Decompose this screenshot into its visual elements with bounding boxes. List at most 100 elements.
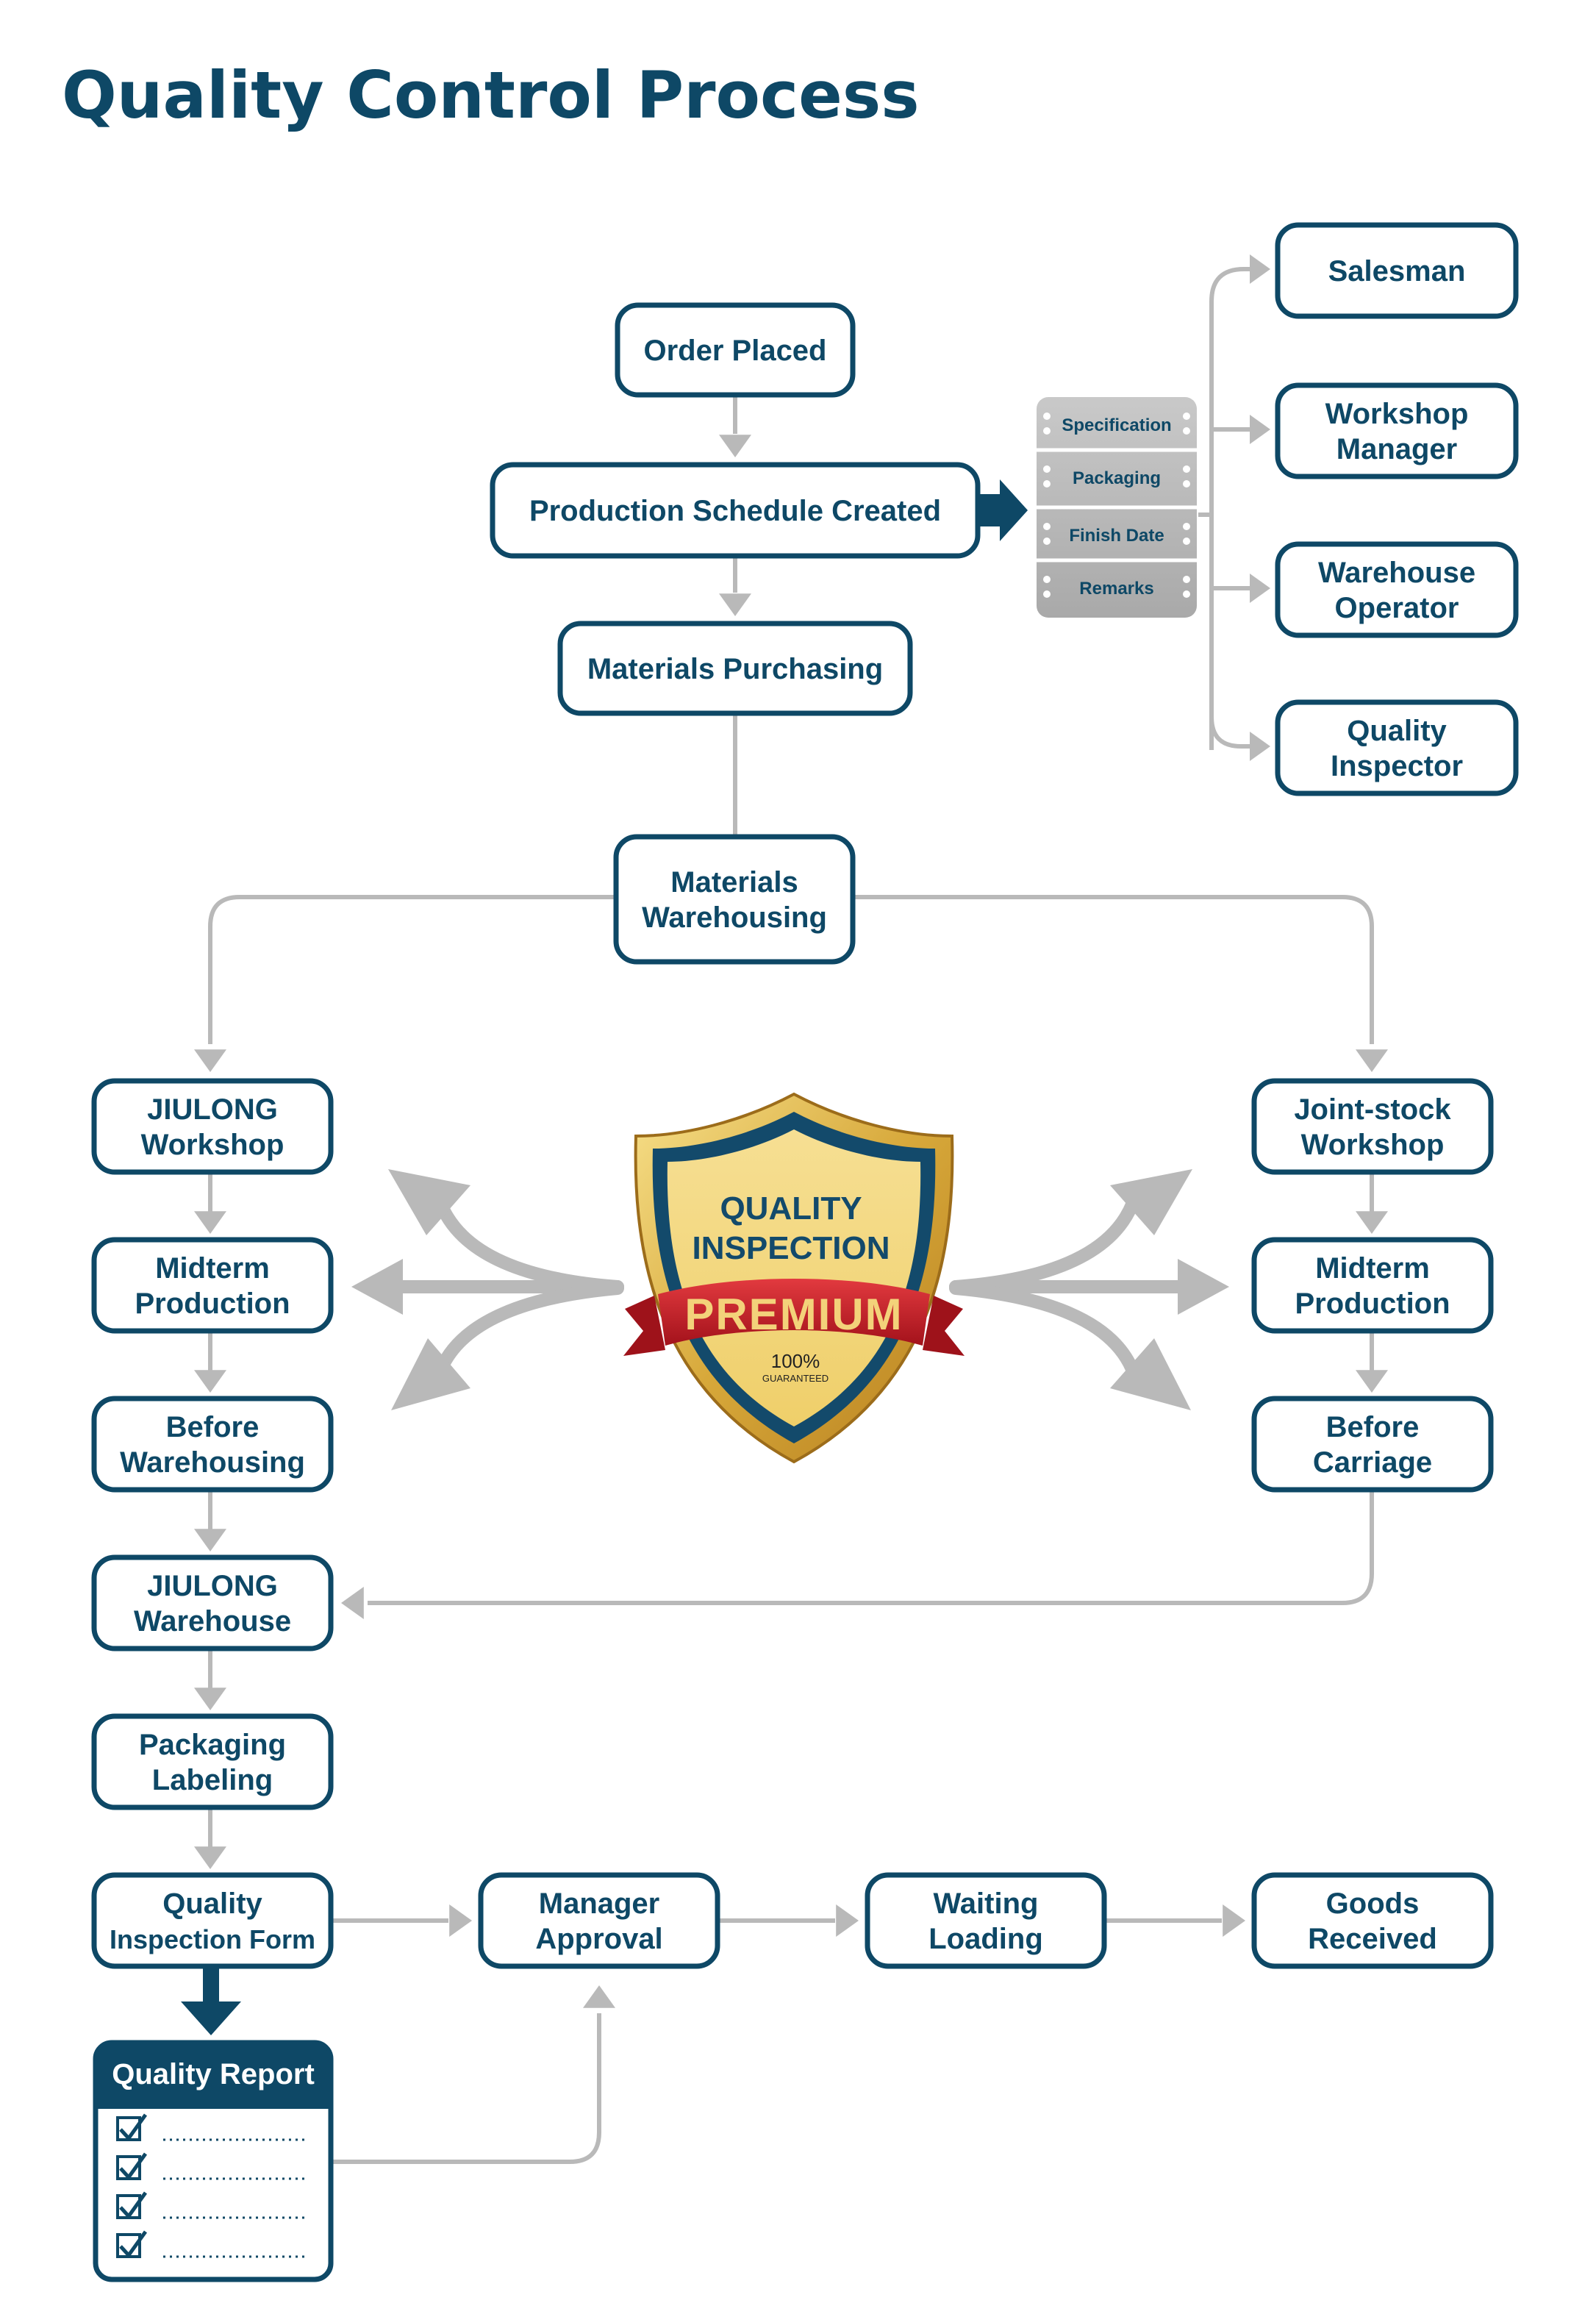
connector-report-to-approval: [331, 2013, 601, 2164]
badge-arrows: [351, 1169, 1229, 1410]
node-label: JIULONG: [147, 1570, 278, 1602]
node-box: [91, 1872, 334, 1969]
node-label: Loading: [928, 1923, 1043, 1955]
node-label: Workshop: [1301, 1129, 1445, 1161]
node-label: Labeling: [152, 1764, 273, 1796]
arrowhead-left-col-0: [194, 1211, 226, 1234]
tag-dot: [1183, 538, 1190, 545]
badge-ribbon-text: PREMIUM: [684, 1290, 903, 1339]
node-label: Production Schedule Created: [529, 495, 941, 527]
badge-line2: INSPECTION: [693, 1230, 890, 1266]
badge-guaranteed: GUARANTEED: [762, 1373, 829, 1384]
node-label: Operator: [1335, 592, 1459, 624]
connector-warehousing-right: [853, 895, 1374, 1044]
node-label: Production: [1295, 1288, 1450, 1320]
checkmark-icon: [119, 2230, 148, 2258]
tag-dot: [1043, 427, 1051, 435]
node-box: [91, 1554, 334, 1651]
arrow-schedule-to-tags: [980, 479, 1028, 541]
arrowhead-to-jointstock-workshop: [1356, 1049, 1388, 1072]
node-purchasing: Materials Purchasing: [557, 621, 913, 716]
tag-dot: [1183, 427, 1190, 435]
node-box: [478, 1872, 720, 1969]
node-label: Quality: [1347, 715, 1447, 747]
arrowhead-to-jiulong-warehouse: [341, 1587, 364, 1619]
tag-dot: [1043, 413, 1051, 420]
node-label: JIULONG: [147, 1093, 278, 1126]
node-label: Materials Purchasing: [587, 653, 883, 685]
node-label: Production: [135, 1288, 290, 1320]
arrowhead-role-2: [1250, 574, 1270, 603]
arrowhead-left-col-1: [194, 1370, 226, 1393]
arrowhead-to-manager-approval: [583, 1985, 615, 2008]
schedule-tag: Packaging: [1073, 468, 1161, 488]
arrowhead-to-jiulong-workshop: [194, 1049, 226, 1072]
node-label: Materials: [670, 866, 798, 899]
checkmark-icon: [119, 2152, 148, 2180]
ribbon-tail-left: [623, 1296, 665, 1356]
node-label: Goods: [1326, 1888, 1420, 1920]
node-label: Workshop: [1325, 398, 1469, 430]
node-box: [1275, 699, 1519, 796]
burst-left-down: [434, 1282, 624, 1376]
tag-dot: [1183, 590, 1190, 598]
node-box: [613, 834, 856, 965]
node-box: [91, 1237, 334, 1334]
page-title: Quality Control Process: [62, 57, 920, 133]
node-label: Manager: [1336, 433, 1458, 465]
arrowhead-left-col-3: [194, 1688, 226, 1710]
node-label: Salesman: [1328, 255, 1466, 288]
schedule-tag: Specification: [1062, 415, 1171, 435]
burst-left-down-head: [391, 1338, 470, 1410]
tag-dot: [1043, 523, 1051, 530]
shield-inner: [667, 1129, 921, 1426]
burst-right-down-head: [1110, 1338, 1191, 1410]
node-label: Warehouse: [134, 1605, 291, 1638]
node-box: [91, 1396, 334, 1493]
burst-right-mid-head: [1178, 1259, 1229, 1315]
node-box: [490, 462, 981, 559]
arrowhead-bottom-0: [449, 1904, 472, 1937]
schedule-tag: Remarks: [1079, 579, 1153, 599]
node-label: Warehousing: [120, 1446, 305, 1479]
node-label: Carriage: [1313, 1446, 1432, 1479]
burst-right-up: [949, 1198, 1139, 1293]
node-box: [1275, 382, 1519, 479]
node-label: Workshop: [141, 1129, 285, 1161]
node-box: [91, 1078, 334, 1175]
schedule-tag: Finish Date: [1069, 526, 1164, 546]
node-label: Midterm: [1315, 1252, 1430, 1285]
tag-dot: [1043, 538, 1051, 545]
node-order-placed: Order Placed: [615, 302, 856, 398]
node-label: Quality: [162, 1888, 262, 1920]
node-box: [1251, 1237, 1494, 1334]
arrowhead-schedule-purchasing: [719, 593, 751, 616]
arrowhead-left-col-4: [194, 1846, 226, 1869]
node-label: Order Placed: [643, 335, 826, 367]
node-label: Manager: [539, 1888, 660, 1920]
node-box: [615, 302, 856, 398]
node-label: Before: [166, 1411, 260, 1443]
arrowhead-bottom-1: [836, 1904, 859, 1937]
connector-branch-3: [1209, 716, 1250, 749]
report-header: [98, 2045, 329, 2109]
node-label: Waiting: [934, 1888, 1039, 1920]
node-salesman: Salesman: [1275, 222, 1519, 319]
node-label: Warehouse: [1318, 557, 1475, 589]
badge-line1: QUALITY: [720, 1190, 862, 1226]
arrowhead-left-col-2: [194, 1529, 226, 1551]
node-label: Inspector: [1331, 750, 1463, 782]
node-label: Inspection Form: [110, 1924, 315, 1954]
